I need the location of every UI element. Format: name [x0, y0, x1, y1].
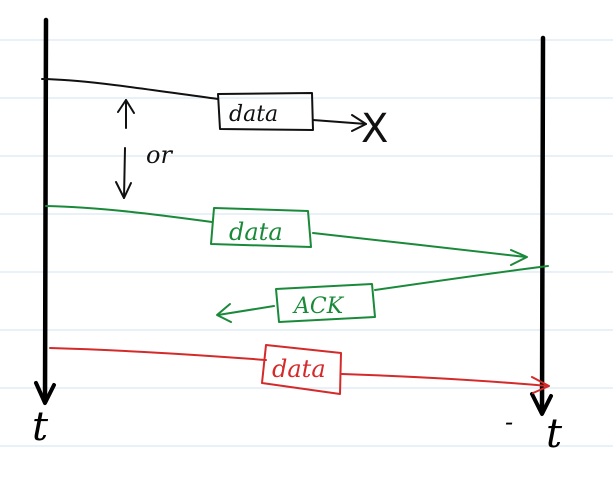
lost-marker-x: X [361, 106, 388, 152]
or-annotation: or [146, 141, 173, 169]
green-data-message [45, 205, 528, 266]
green-data-label: data [229, 218, 283, 246]
down-arrow [123, 147, 126, 199]
left-timeline [34, 17, 56, 405]
ack-label: ACK [292, 294, 345, 319]
lost-data-message [41, 78, 367, 132]
red-data-label: data [272, 355, 326, 383]
right-time-label: t [546, 411, 563, 457]
right-time-prefix: - [505, 408, 513, 436]
green-data-box [210, 207, 312, 248]
left-time-label: t [32, 404, 49, 450]
alternative-arrows [115, 99, 135, 199]
lost-data-box [217, 92, 314, 131]
ruled-lines [0, 39, 613, 447]
ack-message [216, 265, 549, 323]
red-data-message [49, 344, 550, 395]
right-timeline [530, 35, 553, 416]
right-timeline-arrowhead [530, 392, 553, 416]
lost-data-label: data [229, 102, 278, 127]
left-timeline-arrowhead [34, 381, 56, 405]
ack-box [275, 283, 376, 323]
red-data-box [261, 344, 342, 395]
